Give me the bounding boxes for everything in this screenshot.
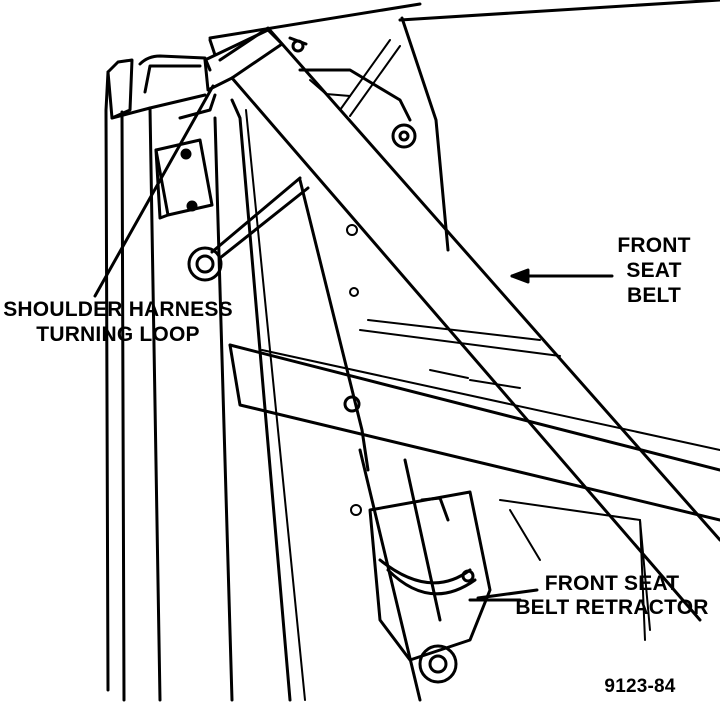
label-shoulder-harness-line2: TURNING LOOP	[36, 323, 199, 346]
label-front-seat-belt-line1: FRONT	[617, 234, 690, 257]
label-front-seat-belt-line3: BELT	[627, 284, 681, 307]
label-retractor-line1: FRONT SEAT	[545, 572, 680, 595]
anchor-bolt	[187, 176, 310, 282]
frame-bolts	[346, 224, 362, 516]
seat-frame-bar	[228, 319, 720, 522]
figure-number: 9123-84	[604, 676, 675, 697]
label-retractor-line2: BELT RETRACTOR	[515, 596, 708, 619]
label-retractor: FRONT SEAT BELT RETRACTOR	[515, 572, 708, 619]
door-frame-top	[208, 0, 720, 252]
belt-retractor	[368, 490, 522, 684]
b-pillar	[104, 54, 306, 702]
leader-lines	[93, 84, 614, 600]
label-shoulder-harness-line1: SHOULDER HARNESS	[3, 298, 233, 321]
label-shoulder-harness: SHOULDER HARNESS TURNING LOOP	[3, 298, 233, 346]
label-front-seat-belt: FRONT SEAT BELT	[617, 234, 690, 307]
label-front-seat-belt-line2: SEAT	[626, 259, 681, 282]
pillar-plate	[154, 138, 214, 220]
right-panel	[499, 499, 651, 641]
